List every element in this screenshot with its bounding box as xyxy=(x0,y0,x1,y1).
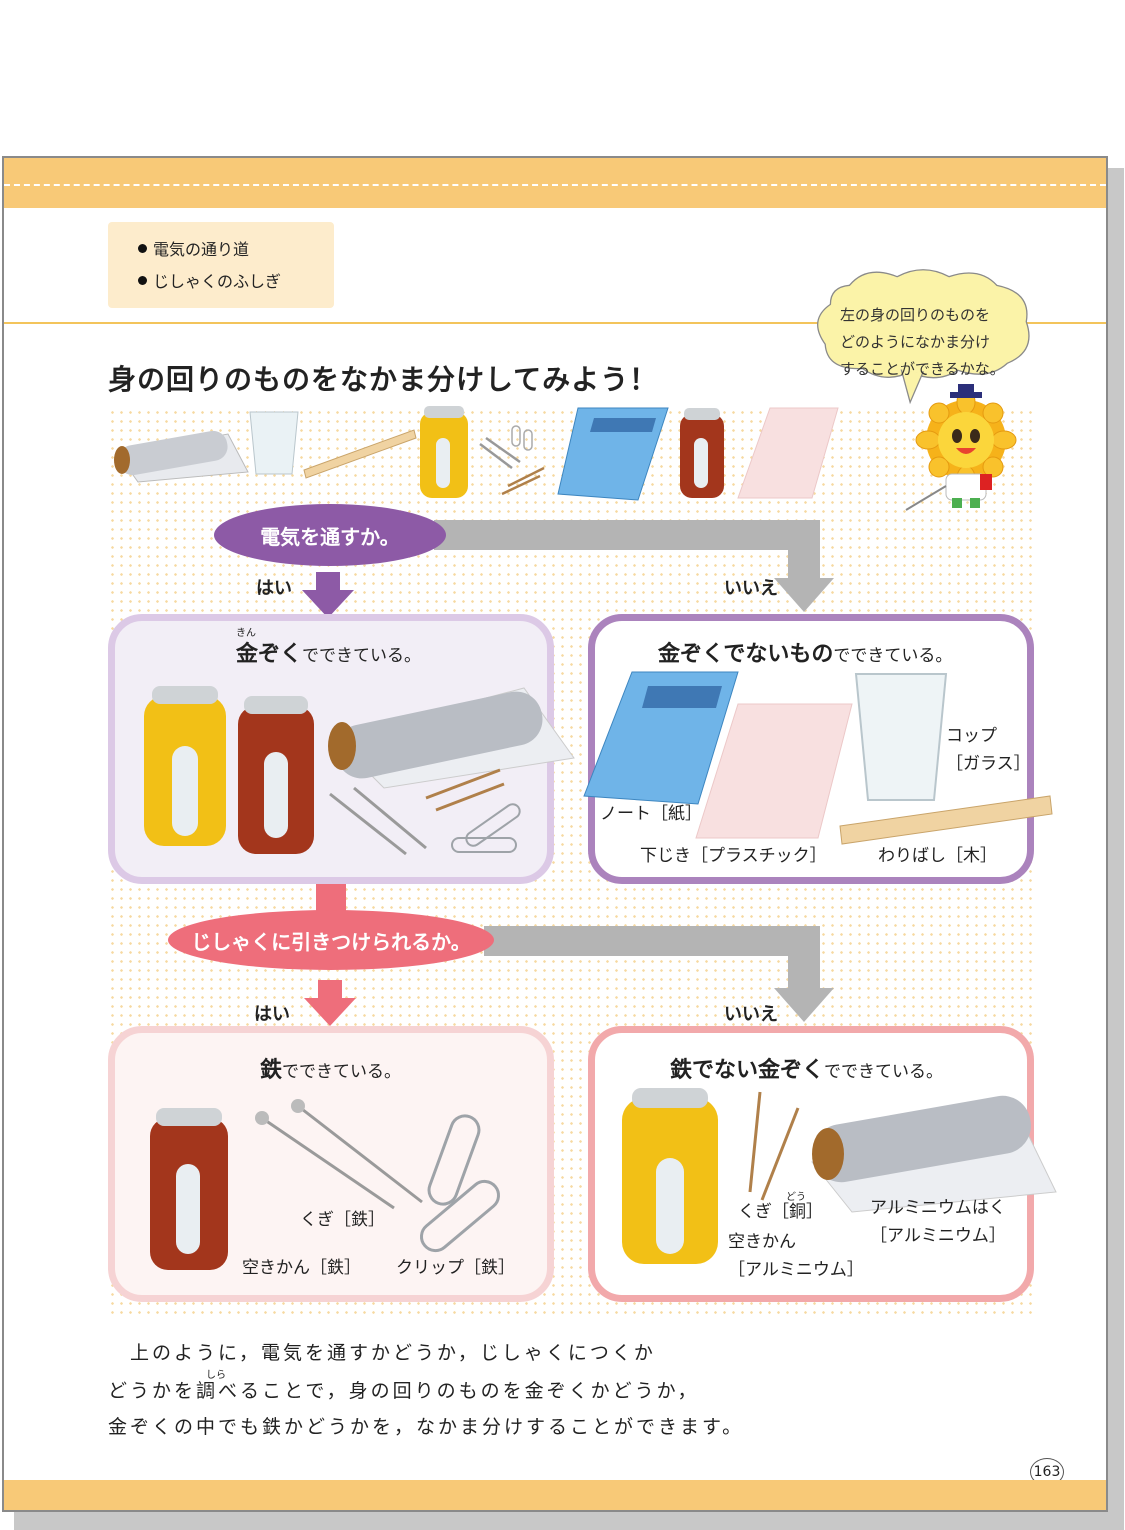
yes-arrow-1 xyxy=(302,572,354,618)
aluminum-can-label: 空きかん ［アルミニウム］ xyxy=(728,1232,864,1280)
bullet-icon xyxy=(138,244,147,253)
iron-nail-label: くぎ［鉄］ xyxy=(300,1210,385,1230)
no-label: いいえ xyxy=(724,578,778,599)
body-line-2: どうかを調べることで，身の回りのものを金ぞくかどうか， xyxy=(108,1380,700,1402)
divider xyxy=(4,322,1106,324)
copper-nail-label: くぎ［銅］ xyxy=(738,1202,823,1222)
question-magnet: じしゃくに引きつけられるか。 xyxy=(168,910,494,970)
textbook-page: 電気の通り道 じしゃくのふしぎ 身の回りのものをなかま分けしてみよう！ 左の身の… xyxy=(2,156,1108,1512)
clips-icon xyxy=(419,1114,501,1253)
yes-label: はい xyxy=(256,578,292,599)
iron-can-label: 空きかん［鉄］ xyxy=(242,1258,361,1278)
yes-arrow-2 xyxy=(304,980,356,1026)
foil-roll-icon xyxy=(328,687,575,789)
nonmetal-box-title: 金ぞくでないものでできている。 xyxy=(658,642,953,667)
waribashi-icon xyxy=(839,795,1053,845)
iron-items xyxy=(150,1099,501,1270)
yes-label: はい xyxy=(254,1004,290,1025)
glass-cup-icon xyxy=(854,673,948,801)
waribashi-icon xyxy=(303,429,417,479)
topics-box: 電気の通り道 じしゃくのふしぎ xyxy=(108,222,334,308)
body-line-1: 上のように，電気を通すかどうか，じしゃくにつくか xyxy=(108,1342,656,1364)
body-line-3: 金ぞくの中でも鉄かどうかを，なかま分けすることができます。 xyxy=(108,1416,745,1438)
shitajiki-label: 下じき［プラスチック］ xyxy=(640,846,827,866)
no-arrow-1 xyxy=(434,520,834,612)
foil-roll-icon xyxy=(114,430,249,483)
speech-bubble-text: 左の身の回りのものを どのようになかま分け することができるかな。 xyxy=(840,306,1005,378)
ruby-dou: どう xyxy=(786,1192,806,1203)
red-can-icon xyxy=(680,408,724,498)
shitajiki-icon xyxy=(695,703,853,839)
objects-row xyxy=(114,406,839,501)
notebook-icon xyxy=(583,671,739,805)
no-label: いいえ xyxy=(724,1004,778,1025)
copper-nails-icon xyxy=(425,768,505,812)
connector xyxy=(316,884,346,914)
top-band xyxy=(4,158,1106,208)
speech-bubble-icon xyxy=(817,269,1030,405)
iron-nails-icon xyxy=(329,786,427,856)
red-can-icon xyxy=(150,1108,228,1270)
nonmetal-items xyxy=(583,671,1053,845)
red-can-icon xyxy=(238,696,314,854)
nails-clips-icon xyxy=(479,425,545,496)
yellow-can-icon xyxy=(144,686,226,846)
no-arrow-2 xyxy=(484,926,834,1022)
aluminum-foil-label: アルミニウムはく ［アルミニウム］ xyxy=(870,1198,1006,1246)
copper-nails-icon xyxy=(748,1091,800,1201)
waribashi-label: わりばし［木］ xyxy=(878,846,997,866)
clips-icon xyxy=(451,803,521,853)
topic-item: じしゃくのふしぎ xyxy=(138,268,281,292)
foil-roll-icon xyxy=(811,1095,1057,1213)
iron-clip-label: クリップ［鉄］ xyxy=(396,1258,515,1278)
noniron-box-title: 鉄でない金ぞくでできている。 xyxy=(670,1058,944,1083)
cup-label: コップ ［ガラス］ xyxy=(946,726,1031,774)
metal-box-title: 金ぞくでできている。 xyxy=(236,642,422,667)
shitajiki-icon xyxy=(737,407,839,499)
bottom-band xyxy=(4,1480,1106,1510)
noniron-items xyxy=(622,1088,1057,1264)
ruby-shira: しら xyxy=(206,1370,226,1381)
ruby-kin: きん xyxy=(236,628,256,639)
metal-items xyxy=(144,686,575,856)
glass-cup-icon xyxy=(249,411,299,475)
iron-nails-icon xyxy=(255,1099,423,1210)
notebook-label: ノート［紙］ xyxy=(600,804,702,824)
notebook-icon xyxy=(557,407,669,501)
page-title: 身の回りのものをなかま分けしてみよう！ xyxy=(108,363,659,396)
yellow-can-icon xyxy=(420,406,468,498)
bullet-icon xyxy=(138,276,147,285)
sunflower-mascot-icon xyxy=(905,384,1017,511)
question-conduct-electricity: 電気を通すか。 xyxy=(214,504,446,566)
yellow-can-icon xyxy=(622,1088,718,1264)
iron-box-title: 鉄でできている。 xyxy=(260,1058,402,1083)
topic-item: 電気の通り道 xyxy=(138,236,249,260)
